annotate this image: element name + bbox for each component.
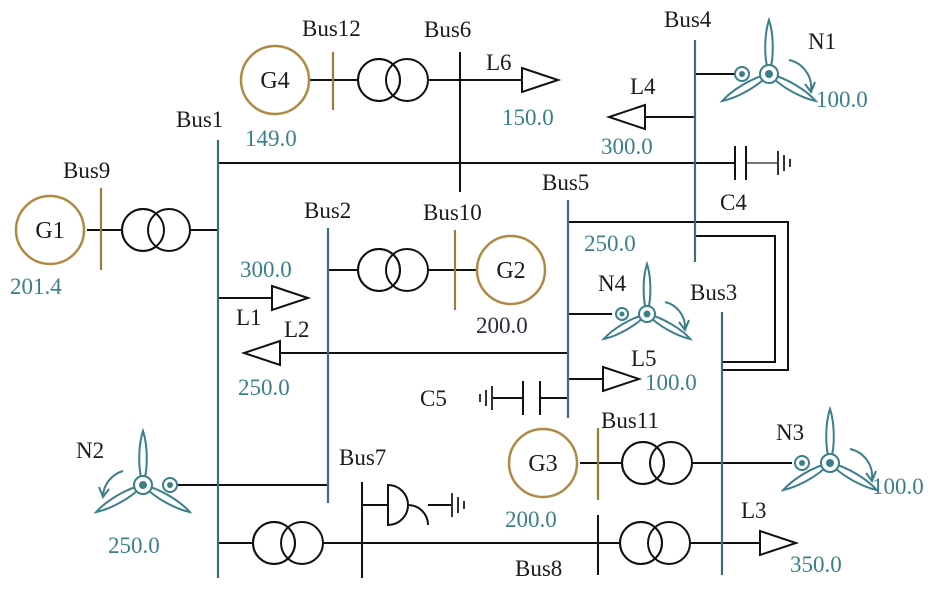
load-l4-value: 300.0	[601, 134, 653, 159]
load-l5-arrow	[602, 365, 643, 393]
transformer-bus12-bus6	[357, 58, 429, 102]
wind-n3-label: N3	[776, 420, 804, 445]
load-l1-value: 300.0	[240, 257, 292, 282]
generator-g4-value: 149.0	[245, 126, 297, 151]
load-l5-label: L5	[631, 346, 657, 371]
capacitor-c5	[479, 381, 541, 415]
load-l2-arrow	[240, 339, 281, 367]
bus11-label: Bus11	[601, 408, 659, 433]
wind-n3-value: 100.0	[872, 474, 924, 499]
generator-g2-value: 200.0	[476, 313, 528, 338]
generator-g3: G3	[507, 427, 579, 499]
load-l6-label: L6	[486, 50, 512, 75]
generator-g1-value: 201.4	[10, 274, 62, 299]
load-l2-value: 250.0	[238, 375, 290, 400]
wind-n4-label: N4	[598, 271, 627, 296]
load-l6-value: 150.0	[502, 105, 554, 130]
bus9-label: Bus9	[63, 158, 110, 183]
load-l3-value: 350.0	[790, 552, 842, 577]
load-l3-label: L3	[741, 498, 767, 523]
load-l2-label: L2	[284, 317, 310, 342]
capacitor-c4-label: C4	[720, 190, 747, 215]
load-l1-label: L1	[236, 305, 262, 330]
bus7-label: Bus7	[339, 445, 386, 470]
load-l1-arrow	[271, 284, 312, 312]
transformer-bus1-bus7	[252, 521, 324, 565]
bus10-label: Bus10	[423, 200, 482, 225]
load-l6-arrow	[521, 66, 562, 94]
bus4-label: Bus4	[664, 7, 712, 32]
bus8-label: Bus8	[515, 556, 562, 581]
capacitor-c4	[734, 146, 791, 180]
bus2-label: Bus2	[304, 198, 351, 223]
generator-g3-label: G3	[528, 451, 557, 477]
wind-n1-value: 100.0	[816, 87, 868, 112]
wind-turbine-n3	[780, 405, 880, 492]
generator-g2-label: G2	[496, 258, 525, 284]
transformer-bus9-bus1	[121, 208, 191, 252]
generator-g4: G4	[239, 44, 311, 116]
generator-g1: G1	[14, 194, 86, 266]
generator-g3-value: 200.0	[505, 507, 557, 532]
wind-n4-value: 250.0	[584, 231, 636, 256]
load-l3-arrow	[759, 529, 800, 557]
wind-n2-value: 250.0	[108, 533, 160, 558]
capacitor-c5-label: C5	[420, 386, 447, 411]
wind-turbine-n1	[719, 16, 819, 103]
transformer-bus2-bus10	[357, 248, 429, 292]
lines	[87, 73, 792, 544]
load-l4-label: L4	[630, 74, 656, 99]
bus6-label: Bus6	[424, 17, 471, 42]
generator-g4-label: G4	[260, 68, 289, 94]
wind-n2-label: N2	[76, 438, 104, 463]
bus3-label: Bus3	[690, 280, 737, 305]
transformer-bus11-bus3	[621, 441, 693, 485]
bus1-label: Bus1	[176, 107, 223, 132]
generator-g1-label: G1	[35, 218, 64, 244]
bus5-label: Bus5	[542, 170, 589, 195]
load-l4-arrow	[605, 103, 646, 131]
transformer-bus8-bus3	[619, 521, 691, 565]
generator-g2: G2	[475, 234, 547, 306]
load-l5-value: 100.0	[645, 370, 697, 395]
bus12-label: Bus12	[302, 16, 361, 41]
shunt-reactor-bus7	[387, 483, 465, 527]
wind-n1-label: N1	[808, 29, 836, 54]
wind-turbine-n4	[600, 260, 694, 341]
wind-turbine-n2	[93, 427, 193, 514]
